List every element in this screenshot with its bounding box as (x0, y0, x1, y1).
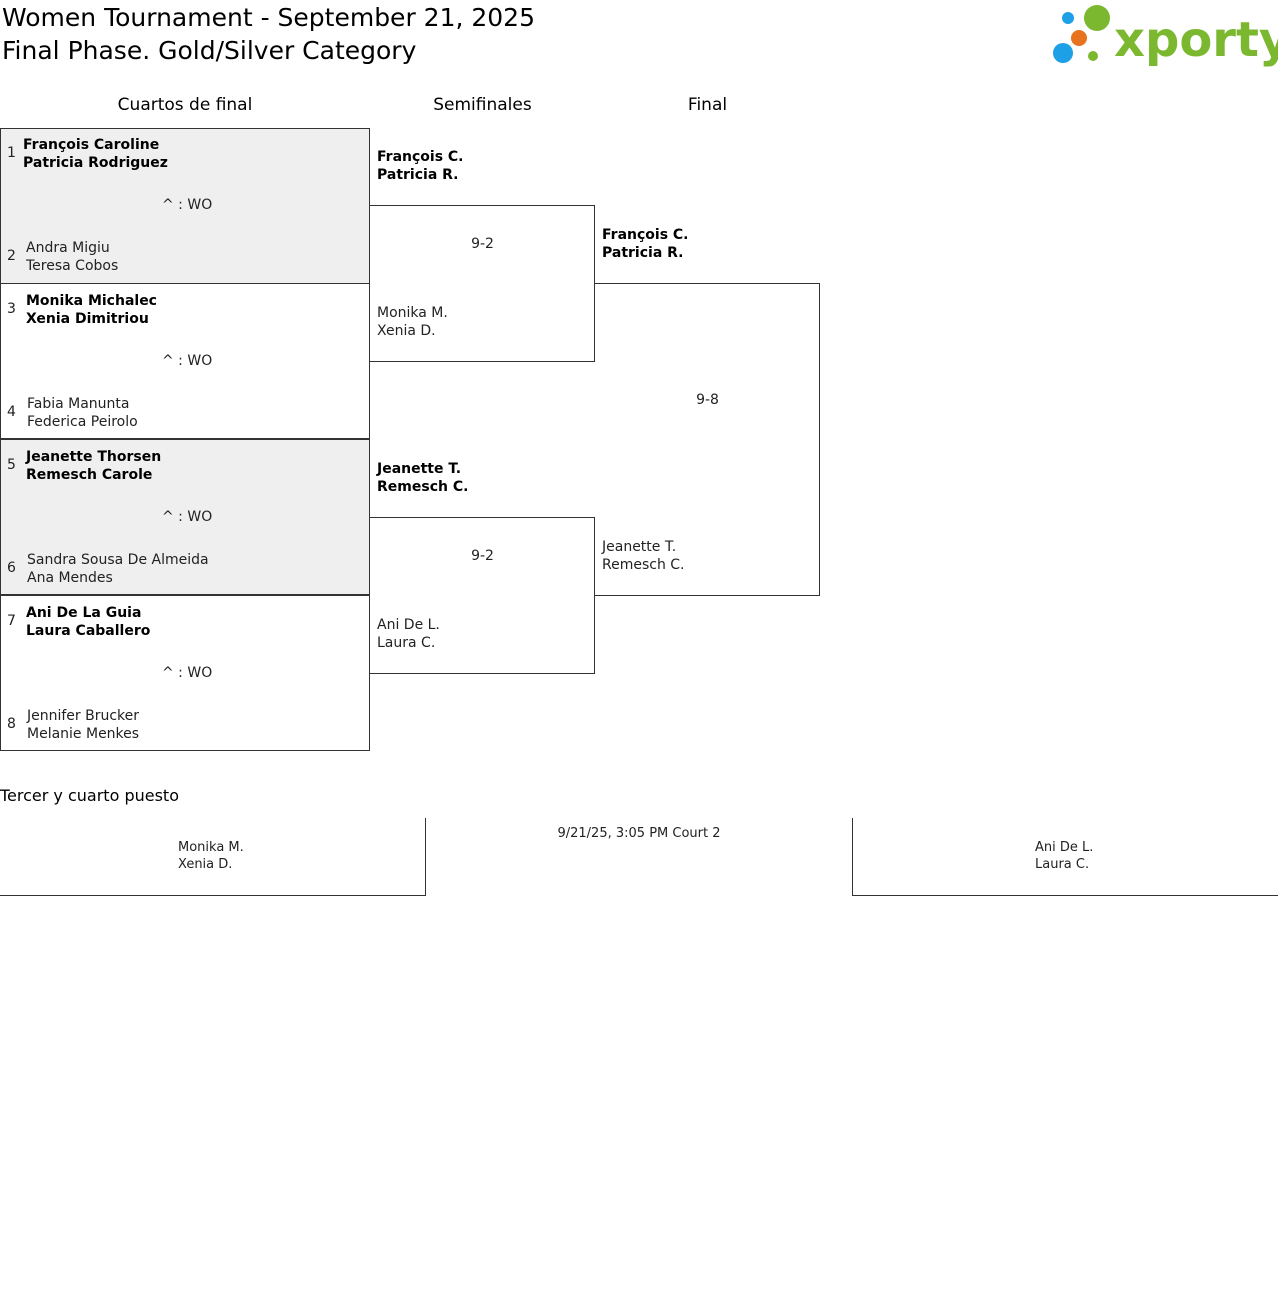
player-name: Monika Michalec (26, 293, 157, 309)
logo-dot-orange (1071, 30, 1087, 46)
team-1: François Caroline Patricia Rodriguez (23, 136, 168, 172)
quarterfinal-match-2 (0, 283, 370, 439)
third-place-connector (0, 895, 426, 896)
page-subtitle: Final Phase. Gold/Silver Category (2, 36, 417, 65)
page-title: Women Tournament - September 21, 2025 (2, 3, 535, 32)
semifinal-1-score: 9-2 (471, 236, 494, 252)
seed-number: 6 (7, 560, 16, 576)
round-heading-semifinals: Semifinales (433, 95, 532, 115)
seed-number: 2 (7, 248, 16, 264)
bracket-connector (594, 517, 595, 674)
bracket-connector (370, 517, 595, 518)
player-name: Sandra Sousa De Almeida (27, 552, 209, 568)
final-team-top: François C. Patricia R. (602, 226, 689, 262)
quarterfinal-match-4 (0, 595, 370, 751)
team-8: Jennifer Brucker Melanie Menkes (27, 707, 139, 743)
player-name: Monika M. (178, 840, 244, 855)
player-name: Ani De L. (1035, 840, 1094, 855)
player-name: Fabia Manunta (27, 396, 130, 412)
bracket-connector (370, 361, 595, 362)
team-2: Andra Migiu Teresa Cobos (26, 239, 118, 275)
bracket-connector (594, 205, 595, 362)
semifinal-2-team-top: Jeanette T. Remesch C. (377, 460, 468, 496)
player-name: Remesch C. (602, 557, 685, 573)
third-place-connector (852, 895, 1278, 896)
bracket-connector (819, 283, 820, 596)
team-4: Fabia Manunta Federica Peirolo (27, 395, 138, 431)
player-name: François C. (377, 149, 464, 165)
bracket-connector (370, 205, 595, 206)
seed-number: 4 (7, 404, 16, 420)
team-7: Ani De La Guia Laura Caballero (26, 604, 150, 640)
third-place-connector (425, 818, 426, 896)
third-place-team-left: Monika M. Xenia D. (178, 839, 244, 873)
player-name: Patricia Rodriguez (23, 155, 168, 171)
player-name: Andra Migiu (26, 240, 110, 256)
player-name: Melanie Menkes (27, 726, 140, 742)
match-result: ^ : WO (162, 509, 213, 525)
seed-number: 5 (7, 457, 16, 473)
round-heading-quarterfinals: Cuartos de final (117, 95, 253, 115)
player-name: Remesch C. (377, 479, 469, 495)
player-name: Monika M. (377, 305, 448, 321)
bracket-connector (370, 673, 595, 674)
player-name: Jeanette T. (377, 461, 462, 477)
player-name: Patricia R. (377, 167, 459, 183)
match-result: ^ : WO (162, 665, 213, 681)
logo-dot-green-small (1088, 51, 1098, 61)
third-place-team-right: Ani De L. Laura C. (1035, 839, 1093, 873)
player-name: Federica Peirolo (27, 414, 138, 430)
team-3: Monika Michalec Xenia Dimitriou (26, 292, 157, 328)
final-score: 9-8 (696, 392, 719, 408)
player-name: Jennifer Brucker (27, 708, 140, 724)
player-name: Ana Mendes (27, 570, 113, 586)
player-name: Patricia R. (602, 245, 684, 261)
player-name: Laura C. (1035, 857, 1090, 872)
logo-dot-blue-small (1062, 12, 1074, 24)
team-6: Sandra Sousa De Almeida Ana Mendes (27, 551, 209, 587)
xporty-logo: xporty (1053, 5, 1278, 68)
seed-number: 3 (7, 301, 16, 317)
logo-text: xporty (1114, 12, 1278, 68)
player-name: Jeanette T. (602, 539, 677, 555)
quarterfinal-match-1 (0, 128, 370, 284)
player-name: Xenia Dimitriou (26, 311, 149, 327)
semifinal-1-team-top: François C. Patricia R. (377, 148, 464, 184)
bracket-connector (595, 595, 820, 596)
round-heading-final: Final (687, 95, 728, 115)
team-5: Jeanette Thorsen Remesch Carole (26, 448, 161, 484)
seed-number: 7 (7, 613, 16, 629)
player-name: Laura C. (377, 635, 436, 651)
third-place-match-info: 9/21/25, 3:05 PM Court 2 (557, 826, 721, 841)
logo-dot-green (1084, 5, 1110, 31)
player-name: Teresa Cobos (26, 258, 119, 274)
semifinal-1-team-bottom: Monika M. Xenia D. (377, 304, 448, 340)
player-name: Xenia D. (377, 323, 436, 339)
seed-number: 8 (7, 716, 16, 732)
player-name: Ani De La Guia (26, 605, 142, 621)
player-name: Jeanette Thorsen (26, 449, 162, 465)
final-team-bottom: Jeanette T. Remesch C. (602, 538, 685, 574)
player-name: Laura Caballero (26, 623, 151, 639)
player-name: François Caroline (23, 137, 160, 153)
quarterfinal-match-3 (0, 439, 370, 595)
player-name: Xenia D. (178, 857, 233, 872)
semifinal-2-team-bottom: Ani De L. Laura C. (377, 616, 440, 652)
match-result: ^ : WO (162, 197, 213, 213)
semifinal-2-score: 9-2 (471, 548, 494, 564)
seed-number: 1 (7, 145, 16, 161)
match-result: ^ : WO (162, 353, 213, 369)
third-place-heading: Tercer y cuarto puesto (0, 786, 179, 805)
player-name: Ani De L. (377, 617, 440, 633)
bracket-connector (595, 283, 820, 284)
player-name: François C. (602, 227, 689, 243)
player-name: Remesch Carole (26, 467, 153, 483)
logo-dot-blue (1053, 43, 1073, 63)
third-place-connector (852, 818, 853, 896)
